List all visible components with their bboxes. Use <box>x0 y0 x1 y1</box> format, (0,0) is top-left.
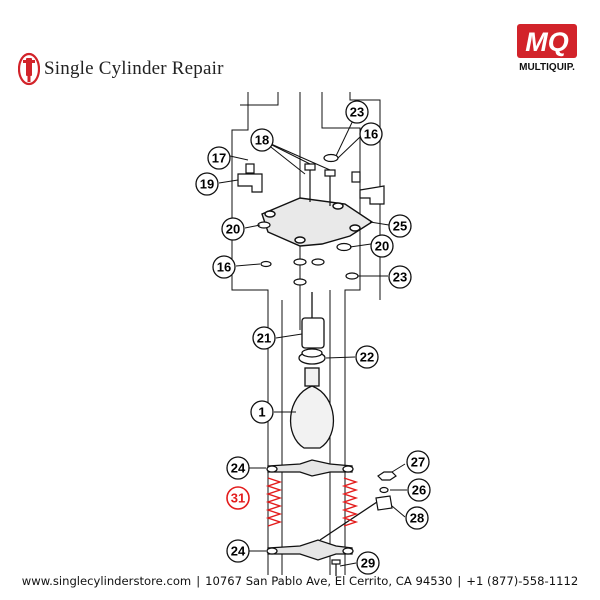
callout-29: 29 <box>356 551 380 575</box>
svg-text:27: 27 <box>411 455 425 470</box>
footer-address: 10767 San Pablo Ave, El Cerrito, CA 9453… <box>205 574 453 588</box>
svg-text:26: 26 <box>412 483 426 498</box>
svg-text:18: 18 <box>255 133 269 148</box>
callout-22: 22 <box>355 345 379 369</box>
callout-25: 25 <box>388 214 412 238</box>
mq-logo-text: MQ <box>525 27 569 57</box>
springs-31 <box>265 477 359 527</box>
footer-separator: | <box>196 574 201 588</box>
footer: www.singlecylinderstore.com | 10767 San Pa… <box>0 574 600 588</box>
svg-text:28: 28 <box>410 511 424 526</box>
brand-title: Single Cylinder Repair <box>44 58 224 79</box>
svg-text:1: 1 <box>258 405 265 420</box>
callout-20a: 20 <box>221 217 245 241</box>
callout-20b: 20 <box>370 234 394 258</box>
callout-24a: 24 <box>226 456 250 480</box>
part-22 <box>298 348 326 365</box>
mq-logo-subtext: MULTIQUIP. <box>519 62 575 73</box>
callout-19: 19 <box>195 172 219 196</box>
svg-text:22: 22 <box>360 350 374 365</box>
callout-16a: 16 <box>359 122 383 146</box>
footer-website[interactable]: www.singlecylinderstore.com <box>21 574 192 588</box>
washers <box>257 153 359 286</box>
callout-17: 17 <box>207 146 231 170</box>
callout-21: 21 <box>252 326 276 350</box>
callout-26: 26 <box>407 478 431 502</box>
svg-text:17: 17 <box>212 151 226 166</box>
svg-text:25: 25 <box>393 219 407 234</box>
callout-16b: 16 <box>212 255 236 279</box>
callouts: 23 16 18 17 19 20 25 20 16 23 21 22 1 24… <box>195 100 431 575</box>
callout-31: 31 <box>226 486 250 510</box>
bracket-left <box>237 163 385 205</box>
top-plate <box>261 197 374 247</box>
hardware-right <box>331 471 397 576</box>
part-1-bulb <box>290 367 334 449</box>
svg-text:24: 24 <box>231 461 246 476</box>
brand: Single Cylinder Repair <box>18 52 224 86</box>
part-21 <box>301 292 325 349</box>
svg-text:19: 19 <box>200 177 214 192</box>
callout-24b: 24 <box>226 539 250 563</box>
svg-text:20: 20 <box>226 222 240 237</box>
svg-text:23: 23 <box>350 105 364 120</box>
svg-text:16: 16 <box>364 127 378 142</box>
multiquip-logo: MQ MULTIQUIP. <box>517 24 577 73</box>
footer-separator: | <box>457 574 462 588</box>
callout-18: 18 <box>250 128 274 152</box>
callout-1: 1 <box>250 400 274 424</box>
svg-text:16: 16 <box>217 260 231 275</box>
bolts <box>304 163 336 206</box>
callout-28: 28 <box>405 506 429 530</box>
callout-23a: 23 <box>345 100 369 124</box>
svg-text:31: 31 <box>231 491 245 506</box>
piston-icon <box>18 52 40 86</box>
svg-text:20: 20 <box>375 239 389 254</box>
footer-phone[interactable]: +1 (877)-558-1112 <box>466 574 579 588</box>
callout-27: 27 <box>406 450 430 474</box>
callout-23b: 23 <box>388 265 412 289</box>
svg-text:24: 24 <box>231 544 246 559</box>
svg-text:29: 29 <box>361 556 375 571</box>
svg-text:21: 21 <box>257 331 271 346</box>
leader-lines <box>218 111 407 567</box>
svg-text:23: 23 <box>393 270 407 285</box>
yokes <box>266 459 381 561</box>
